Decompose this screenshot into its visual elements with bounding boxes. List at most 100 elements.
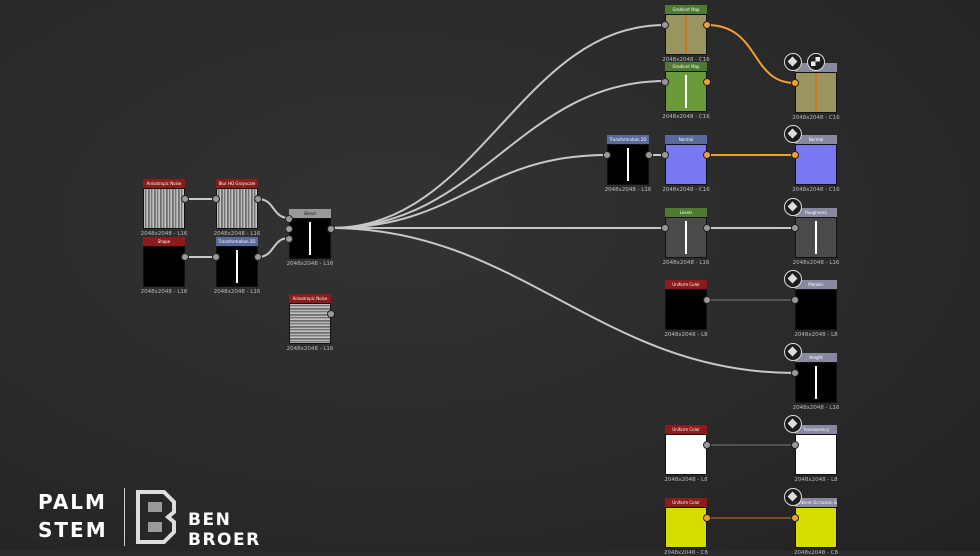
node-preview: [795, 144, 837, 185]
node-resolution: 2048x2048 - L16: [286, 346, 334, 352]
input-port[interactable]: [791, 79, 799, 87]
input-port[interactable]: [661, 78, 669, 86]
output-badge-icon: [784, 343, 802, 361]
node-resolution: 2048x2048 - L16: [662, 260, 710, 266]
input-port[interactable]: [791, 296, 799, 304]
output-port[interactable]: [703, 78, 711, 86]
output-port[interactable]: [254, 253, 262, 261]
output-port[interactable]: [703, 441, 711, 449]
node-resolution: 2048x2048 - L16: [286, 261, 334, 267]
output-port[interactable]: [703, 224, 711, 232]
node-transformation-2d-2[interactable]: Transformation 2D 2048x2048 - L16: [603, 135, 653, 193]
node-resolution: 2048x2048 - L16: [792, 405, 840, 411]
node-gradient-map-1[interactable]: Gradient Map 2048x2048 - C16: [661, 5, 711, 63]
node-preview: [289, 218, 331, 259]
node-resolution: 2048x2048 - L8: [664, 477, 708, 483]
node-gradient-map-2[interactable]: Gradient Map 2048x2048 - C16: [661, 62, 711, 120]
input-port[interactable]: [603, 151, 611, 159]
output-port[interactable]: [327, 310, 335, 318]
output-port[interactable]: [703, 21, 711, 29]
input-port[interactable]: [791, 441, 799, 449]
input-port[interactable]: [791, 151, 799, 159]
input-port[interactable]: [212, 195, 220, 203]
wire: [706, 24, 796, 84]
input-port[interactable]: [791, 224, 799, 232]
output-height[interactable]: Height 2048x2048 - L16: [791, 353, 839, 411]
node-resolution: 2048x2048 - C16: [792, 115, 840, 121]
node-resolution: 2048x2048 - L16: [792, 260, 840, 266]
node-header: Normal: [665, 135, 707, 144]
node-blur-hq[interactable]: Blur HQ Grayscale 2048x2048 - L16: [212, 179, 262, 237]
output-badge-icon: [784, 53, 802, 71]
wire: [330, 24, 666, 229]
node-blend[interactable]: Blend 2048x2048 - L16: [285, 209, 335, 267]
output-port[interactable]: [254, 195, 262, 203]
node-header: Translucency: [795, 425, 837, 434]
input-port[interactable]: [285, 225, 293, 233]
node-resolution: 2048x2048 - L16: [140, 231, 188, 237]
node-header: Roughness: [795, 208, 837, 217]
node-header: Blend: [289, 209, 331, 218]
node-uniform-color-2[interactable]: Uniform Color 2048x2048 - L8: [664, 425, 711, 483]
output-emissive[interactable]: Ambient Occlusion Scale 2048x2048 - C8: [791, 498, 838, 556]
node-preview: [216, 246, 258, 287]
output-normal[interactable]: Normal 2048x2048 - C16: [791, 135, 840, 193]
node-header: Uniform Color: [665, 425, 707, 434]
logo-divider: [124, 488, 125, 546]
logo-line-stem: STEM: [38, 518, 108, 542]
input-port[interactable]: [661, 21, 669, 29]
node-preview: [665, 71, 707, 112]
logo-name: BEN BROER: [188, 510, 261, 550]
node-preview: [143, 188, 185, 229]
node-transformation-2d-1[interactable]: Transformation 2D 2048x2048 - L16: [212, 237, 262, 295]
node-normal[interactable]: Normal 2048x2048 - C16: [661, 135, 711, 193]
node-header: Height: [795, 353, 837, 362]
output-port[interactable]: [703, 151, 711, 159]
node-shape[interactable]: Shape 2048x2048 - L16: [141, 237, 189, 295]
node-resolution: 2048x2048 - C16: [662, 57, 710, 63]
node-header: Anisotropic Noise: [289, 294, 331, 303]
node-uniform-color-3[interactable]: Uniform Color 2048x2048 - C8: [664, 498, 711, 556]
output-port[interactable]: [703, 514, 711, 522]
output-badge-icon: [784, 198, 802, 216]
node-preview: [607, 144, 649, 185]
output-metallic[interactable]: Metallic 2048x2048 - L8: [791, 280, 838, 338]
output-port[interactable]: [703, 296, 711, 304]
output-roughness[interactable]: Roughness 2048x2048 - L16: [791, 208, 839, 266]
node-preview: [216, 188, 258, 229]
node-resolution: 2048x2048 - L8: [664, 332, 708, 338]
node-resolution: 2048x2048 - C16: [662, 114, 710, 120]
input-port[interactable]: [212, 253, 220, 261]
wire: [330, 154, 608, 229]
input-port[interactable]: [661, 224, 669, 232]
wire: [330, 227, 796, 374]
wire: [330, 80, 666, 229]
node-header: Uniform Color: [665, 498, 707, 507]
output-port[interactable]: [327, 225, 335, 233]
node-preview: [795, 434, 837, 475]
node-preview: [795, 289, 837, 330]
node-uniform-color-1[interactable]: Uniform Color 2048x2048 - L8: [664, 280, 711, 338]
node-preview: [665, 434, 707, 475]
output-badge-icon: [784, 415, 802, 433]
node-preview: [665, 507, 707, 548]
input-port[interactable]: [285, 215, 293, 223]
input-port[interactable]: [791, 514, 799, 522]
node-resolution: 2048x2048 - L8: [794, 477, 838, 483]
output-translucency[interactable]: Translucency 2048x2048 - L8: [791, 425, 838, 483]
output-port[interactable]: [181, 195, 189, 203]
input-port[interactable]: [661, 151, 669, 159]
input-port[interactable]: [285, 235, 293, 243]
output-port[interactable]: [645, 151, 653, 159]
node-levels[interactable]: Levels 2048x2048 - L16: [661, 208, 711, 266]
node-resolution: 2048x2048 - C16: [792, 187, 840, 193]
node-header: Ambient Occlusion Scale: [795, 498, 837, 507]
node-preview: [665, 144, 707, 185]
node-anisotropic-noise-2[interactable]: Anisotropic Noise 2048x2048 - L16: [287, 294, 335, 352]
node-anisotropic-noise-1[interactable]: Anisotropic Noise 2048x2048 - L16: [141, 179, 189, 237]
input-port[interactable]: [791, 369, 799, 377]
output-port[interactable]: [181, 253, 189, 261]
node-resolution: 2048x2048 - L16: [604, 187, 652, 193]
